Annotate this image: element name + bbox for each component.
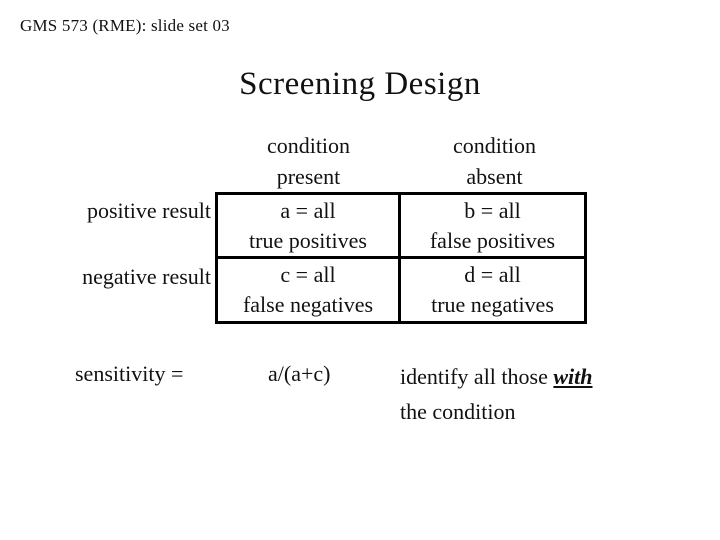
cell-true-positives: a = all true positives: [218, 195, 401, 259]
column-header-line: absent: [466, 164, 523, 189]
cell-line: false negatives: [242, 292, 374, 317]
cell-line: d = all: [464, 262, 521, 287]
sensitivity-note: identify all those with the condition: [400, 359, 680, 429]
contingency-table: a = all true positives b = all false pos…: [215, 192, 587, 324]
column-header-line: condition: [266, 133, 351, 158]
slide-title: Screening Design: [239, 66, 481, 102]
slide-header-text: GMS 573 (RME): slide set 03: [20, 16, 230, 35]
column-header-condition-present: condition present: [215, 130, 402, 192]
column-header-line: condition: [452, 133, 537, 158]
cell-line: true positives: [249, 228, 367, 253]
sensitivity-formula: a/(a+c): [268, 361, 331, 386]
cell-false-positives: b = all false positives: [401, 195, 584, 259]
cell-false-negatives: c = all false negatives: [218, 259, 401, 321]
column-header-line: present: [276, 164, 341, 189]
sensitivity-label: sensitivity =: [75, 361, 184, 386]
note-prefix: identify all those: [400, 364, 554, 389]
cell-true-negatives: d = all true negatives: [401, 259, 584, 321]
note-line-1: identify all those with: [400, 359, 680, 394]
cell-line: false positives: [429, 228, 556, 253]
cell-line: a = all: [280, 198, 336, 223]
row-label-negative-result: negative result: [82, 264, 211, 289]
note-line-2: the condition: [400, 399, 516, 424]
column-header-condition-absent: condition absent: [402, 130, 587, 192]
cell-line: c = all: [280, 262, 336, 287]
cell-line: true negatives: [431, 292, 554, 317]
cell-line: b = all: [464, 198, 521, 223]
note-emphasis: with: [553, 364, 593, 389]
row-label-positive-result: positive result: [86, 198, 211, 223]
